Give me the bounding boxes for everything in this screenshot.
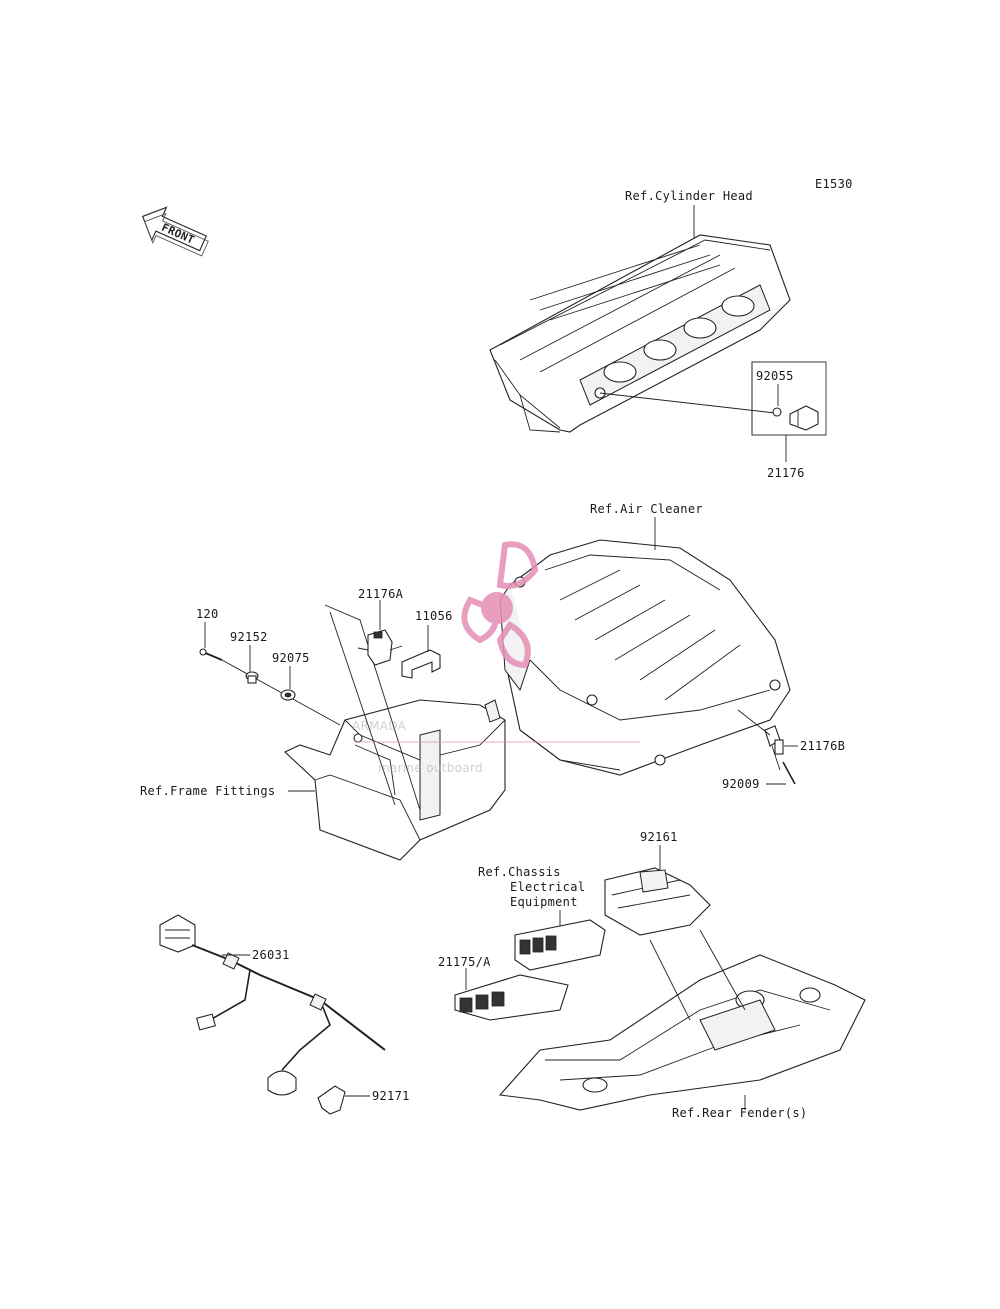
sensor-21176a <box>357 629 403 666</box>
ref-rear-fender: Ref.Rear Fender(s) <box>672 1106 807 1120</box>
screw-92009 <box>782 761 796 785</box>
part-120: 120 <box>196 607 219 621</box>
sensor-21176b <box>764 725 784 771</box>
chassis-electrical-box <box>514 919 606 971</box>
part-92171: 92171 <box>372 1089 410 1103</box>
bracket-92161 <box>604 867 711 936</box>
part-92055: 92055 <box>756 369 794 383</box>
part-21176b: 21176B <box>800 739 845 753</box>
clip-92171 <box>317 1085 346 1115</box>
front-arrow-icon: FRONT <box>141 206 209 257</box>
part-92152: 92152 <box>230 630 268 644</box>
temperature-sensor-21176 <box>789 405 819 431</box>
bracket-11056 <box>401 649 441 679</box>
part-92009: 92009 <box>722 777 760 791</box>
grommet-92075 <box>280 689 296 701</box>
ecu-21175a <box>454 974 569 1021</box>
armada-watermark: ARMADA marine outboard <box>352 541 640 775</box>
part-92161: 92161 <box>640 830 678 844</box>
ref-chassis-line3: Equipment <box>510 895 578 909</box>
watermark-brand: ARMADA <box>352 719 407 733</box>
harness-26031 <box>159 914 386 1096</box>
ref-frame-fittings: Ref.Frame Fittings <box>140 784 275 798</box>
watermark-tagline: marine outboard <box>378 761 483 775</box>
part-92075: 92075 <box>272 651 310 665</box>
part-21176: 21176 <box>767 466 805 480</box>
propeller-logo-icon <box>461 541 539 669</box>
rear-fender-drawing <box>498 929 866 1111</box>
ref-chassis-line1: Ref.Chassis <box>478 865 561 879</box>
part-21176a: 21176A <box>358 587 404 601</box>
ref-cylinder-head: Ref.Cylinder Head <box>625 189 753 203</box>
collar-92152 <box>245 671 259 684</box>
part-11056: 11056 <box>415 609 453 623</box>
air-cleaner-drawing <box>499 539 791 776</box>
cylinder-head-drawing <box>489 234 791 433</box>
o-ring-92055 <box>772 407 782 417</box>
part-21175a: 21175/A <box>438 955 491 969</box>
frame-fitting-tray <box>284 699 506 861</box>
ref-air-cleaner: Ref.Air Cleaner <box>590 502 703 516</box>
ref-chassis-line2: Electrical <box>510 880 585 894</box>
diagram-code: E1530 <box>815 177 853 191</box>
part-26031: 26031 <box>252 948 290 962</box>
